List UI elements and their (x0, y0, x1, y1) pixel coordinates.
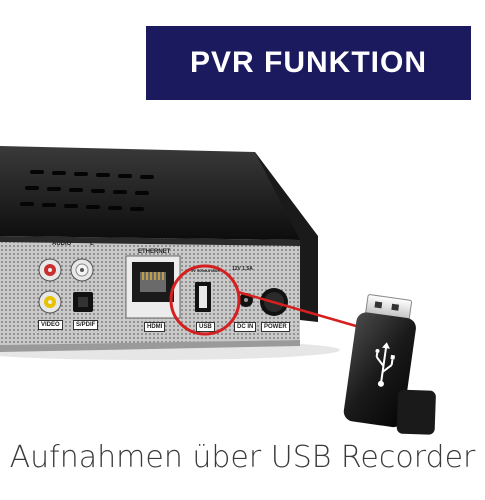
dc-rating-label: 12V 1.5A (232, 266, 253, 272)
title-banner: PVR FUNKTION (146, 26, 471, 100)
spdif-label: S/PDIF (73, 320, 99, 330)
spdif-port (73, 292, 93, 312)
audio-jacks (38, 258, 94, 282)
audio-label: AUDIO (52, 241, 72, 247)
usb-highlight-ring (169, 264, 241, 336)
dc-in-label: DC IN (234, 322, 257, 332)
video-jack (38, 290, 62, 314)
audio-left-label: L (90, 241, 94, 247)
video-label: VIDEO (38, 320, 63, 330)
hdmi-label: HDMI (144, 322, 166, 332)
power-label: POWER (261, 322, 290, 332)
usb-rating-label: 5V 500mA MAX (191, 268, 220, 273)
ethernet-port (125, 255, 181, 319)
usb-label: USB (196, 322, 215, 332)
usb-port (195, 282, 211, 312)
highlight-connector-line (237, 290, 357, 328)
receiver-top-cover (0, 146, 318, 240)
receiver-side (255, 152, 318, 322)
usb-stick (343, 294, 436, 435)
vent-slots (20, 170, 154, 211)
caption-text: Aufnahmen über USB Recorder (9, 439, 476, 475)
ethernet-label: ETHERNET (138, 249, 171, 255)
banner-title: PVR FUNKTION (190, 46, 427, 79)
usb-symbol-icon (375, 342, 396, 387)
